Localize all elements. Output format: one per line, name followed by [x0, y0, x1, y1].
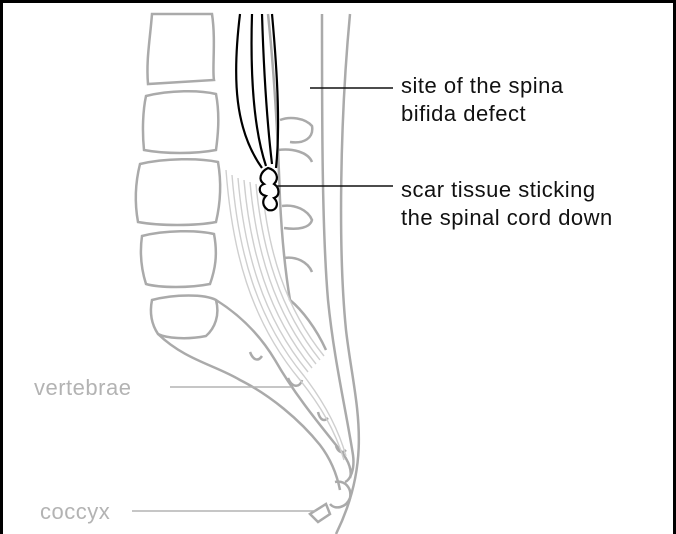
site-defect-label: site of the spina bifida defect [401, 72, 564, 128]
scar-tissue-line-1: scar tissue sticking [401, 176, 613, 204]
scar-tissue [260, 168, 279, 210]
nerve-fibres [226, 170, 346, 460]
scar-tissue-line-2: the spinal cord down [401, 204, 613, 232]
site-defect-line-1: site of the spina [401, 72, 564, 100]
scar-tissue-label: scar tissue sticking the spinal cord dow… [401, 176, 613, 232]
spinal-cord [236, 14, 278, 168]
vertebrae-label: vertebrae [34, 374, 131, 402]
vertebrae-stack [136, 14, 220, 338]
coccyx-label: coccyx [40, 498, 110, 526]
site-defect-line-2: bifida defect [401, 100, 564, 128]
